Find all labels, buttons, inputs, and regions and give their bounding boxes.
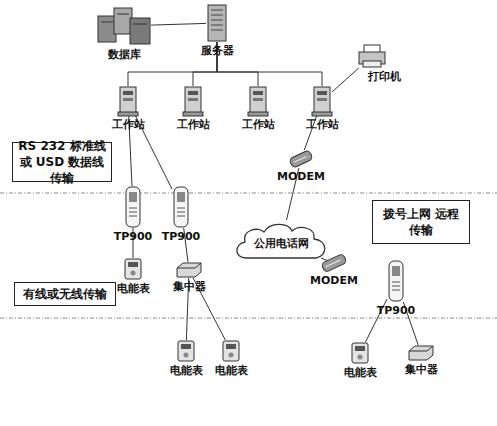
device-icon [183,86,203,116]
node-label: 服务器 [201,44,234,57]
connector-line [151,23,206,25]
device-node: TP900 [124,186,142,228]
node-label: TP900 [377,304,416,317]
device-icon [124,258,142,280]
node-label: TP900 [114,230,153,243]
node-label: 集中器 [173,280,206,293]
device-node: 电能表 [177,340,195,362]
note-box: RS 232 标准线或 USD 数据线传输 [12,142,112,182]
device-node: 电能表 [222,340,240,362]
device-icon [97,6,151,46]
node-label: 集中器 [405,363,438,376]
node-label: RS 232 标准线或 USD 数据线传输 [17,138,107,186]
device-node: 工作站 [183,86,203,116]
node-label: 电能表 [344,366,377,379]
node-label: 公用电话网 [232,220,330,266]
device-icon [358,44,386,68]
node-label: 打印机 [368,70,401,83]
node-label: MODEM [310,274,358,287]
node-label: 拨号上网 远程传输 [377,206,465,238]
device-icon [312,86,332,116]
device-node: 工作站 [118,86,138,116]
node-label: TP900 [162,230,201,243]
device-node: TP900 [387,260,405,302]
node-label: MODEM [277,170,325,183]
node-label: 工作站 [177,118,210,131]
device-node: 集中器 [176,262,202,278]
node-label: 工作站 [112,118,145,131]
device-icon [172,186,190,228]
node-label: 电能表 [170,364,203,377]
device-icon [387,260,405,302]
layer-divider [0,193,497,194]
device-icon [177,340,195,362]
device-icon [351,342,369,364]
device-icon [408,345,434,361]
device-node: 数据库 [97,6,151,46]
device-node: 电能表 [351,342,369,364]
node-label: 有线或无线传输 [23,286,107,302]
device-icon [289,150,313,168]
device-node: MODEM [289,150,313,168]
device-node: 服务器 [206,4,228,42]
device-icon [124,186,142,228]
device-icon [176,262,202,278]
device-node: 电能表 [124,258,142,280]
device-node: 集中器 [408,345,434,361]
device-icon [321,254,347,272]
note-box: 有线或无线传输 [14,282,116,306]
device-node: 工作站 [312,86,332,116]
layer-divider [0,318,497,319]
note-box: 拨号上网 远程传输 [372,200,470,244]
device-icon [206,4,228,42]
device-node: MODEM [321,254,347,272]
device-node: TP900 [172,186,190,228]
device-icon [118,86,138,116]
node-label: 工作站 [306,118,339,131]
node-label: 电能表 [117,282,150,295]
node-label: 工作站 [242,118,275,131]
device-icon [222,340,240,362]
network-cloud: 公用电话网 [232,220,330,266]
device-icon [248,86,268,116]
node-label: 电能表 [215,364,248,377]
device-node: 工作站 [248,86,268,116]
connector-line [332,68,359,92]
node-label: 数据库 [108,48,141,61]
device-node: 打印机 [358,44,386,68]
